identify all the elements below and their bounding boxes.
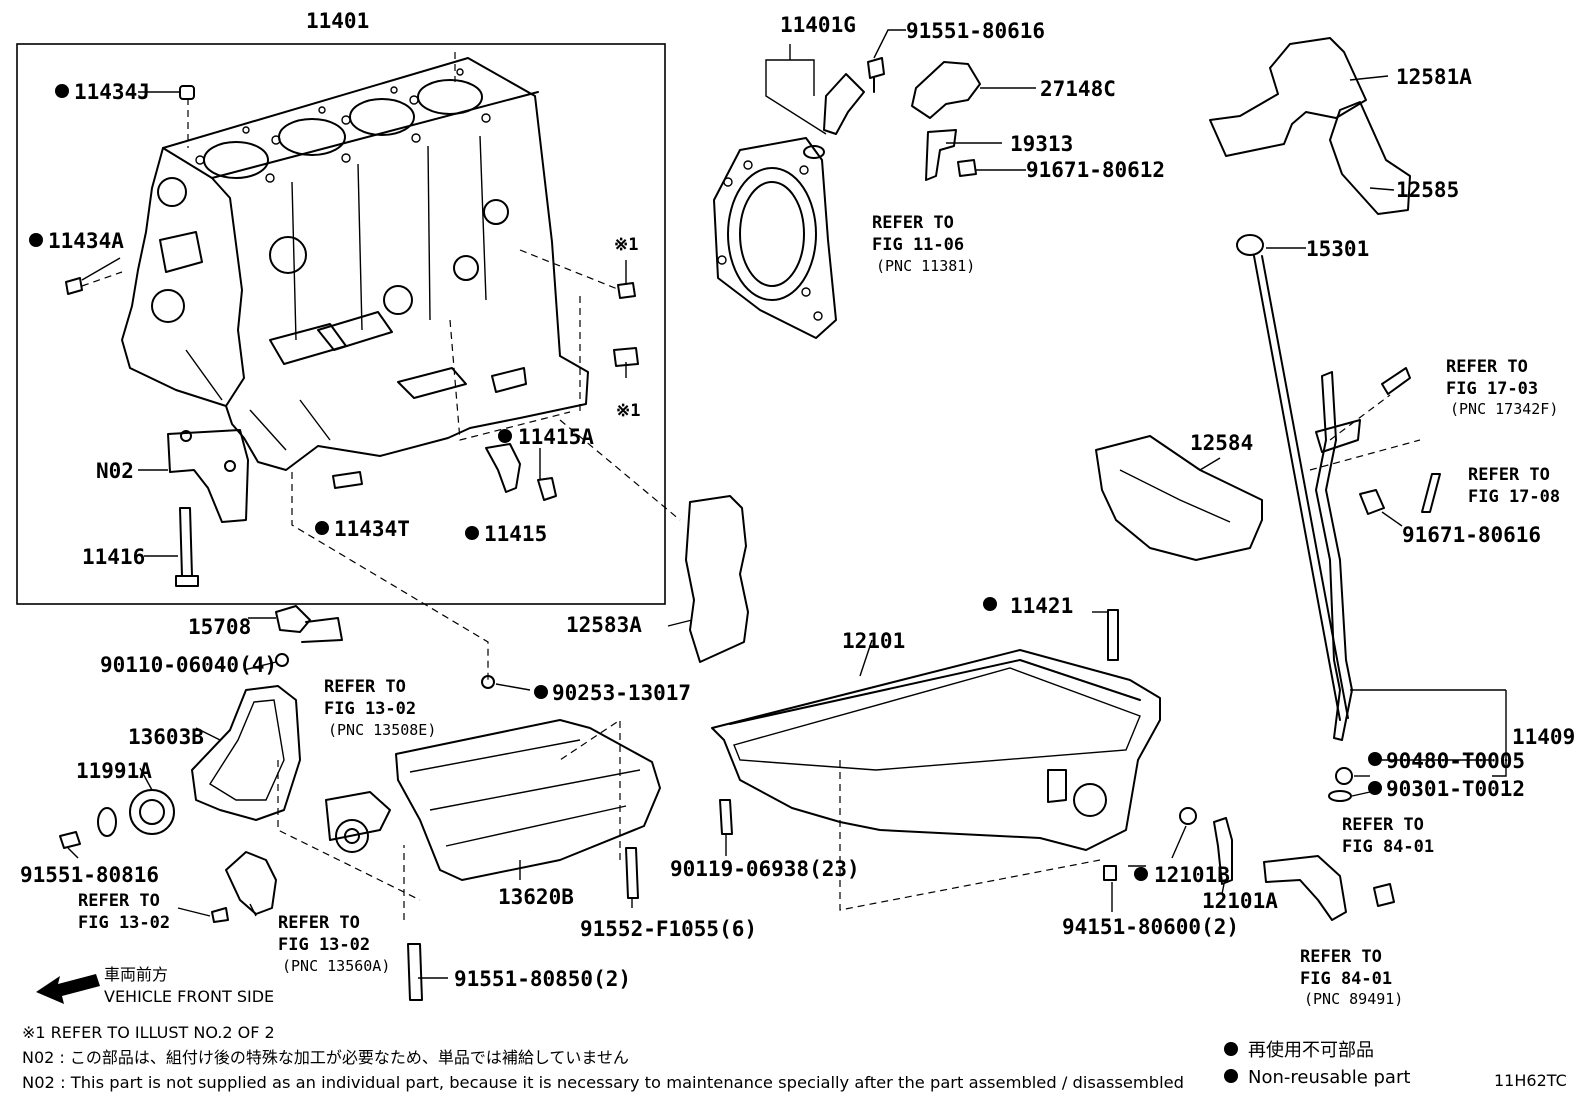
label-13603b: 13603B xyxy=(128,725,204,749)
ref-fig-17-08-line1: REFER TO xyxy=(1468,465,1550,485)
baffle-plate-12583a xyxy=(685,495,749,663)
ref-fig-11-06-line1: REFER TO xyxy=(872,213,954,233)
note-n02-jp: N02 : この部品は、組付け後の特殊な加工が必要なため、単品では補給していませ… xyxy=(22,1048,629,1067)
dashed-guides xyxy=(81,52,1421,920)
ref-fig-17-08-line2: FIG 17-08 xyxy=(1468,487,1560,507)
label-12101b: 12101B xyxy=(1154,863,1230,887)
oil-seal-retainer xyxy=(713,137,837,339)
ref-fig-13-02a-pnc: (PNC 13508E) xyxy=(328,721,436,739)
note-n02-en: N02 : This part is not supplied as an in… xyxy=(22,1073,1184,1092)
label-11415: 11415 xyxy=(484,522,547,546)
non-reusable-markers xyxy=(29,84,1382,1083)
ref-fig-13-02a-line1: REFER TO xyxy=(324,677,406,697)
label-11434t: 11434T xyxy=(334,517,410,541)
cylinder-block-frame xyxy=(16,43,666,605)
ref-fig-13-02c-line1: REFER TO xyxy=(278,913,360,933)
label-11415a: 11415A xyxy=(518,425,594,449)
label-27148c: 27148C xyxy=(1040,77,1116,101)
label-90253-13017: 90253-13017 xyxy=(552,681,691,705)
note-refer-illust: ※1 REFER TO ILLUST NO.2 OF 2 xyxy=(22,1023,275,1042)
direction-label-jp: 車両前方 xyxy=(104,965,168,984)
label-12101: 12101 xyxy=(842,629,905,653)
label-12584: 12584 xyxy=(1190,431,1253,455)
label-ref1-bottom: ※1 xyxy=(616,401,640,421)
oil-level-gauge-guide xyxy=(1315,367,1441,802)
ref-fig-13-02c-line2: FIG 13-02 xyxy=(278,935,370,955)
label-91671-80612: 91671-80612 xyxy=(1026,158,1165,182)
ref-fig-17-03-line1: REFER TO xyxy=(1446,357,1528,377)
label-13620b: 13620B xyxy=(498,885,574,909)
ref-fig-11-06-line2: FIG 11-06 xyxy=(872,235,964,255)
block-small-parts xyxy=(65,85,639,587)
label-ref1-top: ※1 xyxy=(614,235,638,255)
cylinder-block-drawing xyxy=(121,57,589,471)
label-12581a: 12581A xyxy=(1396,65,1472,89)
oil-pump-assembly xyxy=(325,675,661,1001)
ref-fig-13-02b-line1: REFER TO xyxy=(78,891,160,911)
ref-fig-11-06-pnc: (PNC 11381) xyxy=(876,257,975,275)
ref-fig-13-02a-line2: FIG 13-02 xyxy=(324,699,416,719)
ref-fig-84-01b-line2: FIG 84-01 xyxy=(1300,969,1392,989)
label-15708: 15708 xyxy=(188,615,251,639)
legend-jp: 再使用不可部品 xyxy=(1248,1040,1374,1061)
label-11421: 11421 xyxy=(1010,594,1073,618)
label-91551-80850: 91551-80850(2) xyxy=(454,967,631,991)
label-90480-t0005: 90480-T0005 xyxy=(1386,749,1525,773)
label-90110-06040: 90110-06040(4) xyxy=(100,653,277,677)
illustration-code: 11H62TC xyxy=(1494,1071,1567,1090)
label-12583a: 12583A xyxy=(566,613,642,637)
chain-tensioner xyxy=(211,851,277,923)
oil-pan-baffle xyxy=(1095,435,1263,561)
ref-fig-13-02c-pnc: (PNC 13560A) xyxy=(282,957,390,975)
label-19313: 19313 xyxy=(1010,132,1073,156)
label-11409: 11409 xyxy=(1512,725,1575,749)
label-11991a: 11991A xyxy=(76,759,152,783)
ref-fig-17-03-pnc: (PNC 17342F) xyxy=(1450,400,1558,418)
ref-fig-17-03-line2: FIG 17-03 xyxy=(1446,379,1538,399)
label-15301: 15301 xyxy=(1306,237,1369,261)
label-n02: N02 xyxy=(96,459,134,483)
timing-chain xyxy=(191,685,301,821)
label-91551-80816: 91551-80816 xyxy=(20,863,159,887)
ref-fig-84-01b-line1: REFER TO xyxy=(1300,947,1382,967)
label-90119-06938: 90119-06938(23) xyxy=(670,857,860,881)
label-12101a: 12101A xyxy=(1202,889,1278,913)
label-11401g: 11401G xyxy=(780,13,856,37)
leader-lines xyxy=(67,29,1507,979)
label-11434j: 11434J xyxy=(74,80,150,104)
direction-label-en: VEHICLE FRONT SIDE xyxy=(104,987,274,1006)
label-90301-t0012: 90301-T0012 xyxy=(1386,777,1525,801)
crank-position-sensor xyxy=(803,57,981,181)
oil-pressure-switch-bracket xyxy=(1263,855,1395,921)
ref-fig-13-02b-line2: FIG 13-02 xyxy=(78,913,170,933)
label-12585: 12585 xyxy=(1396,178,1459,202)
label-11434a: 11434A xyxy=(48,229,124,253)
label-11416: 11416 xyxy=(82,545,145,569)
label-91551-80616: 91551-80616 xyxy=(906,19,1045,43)
ref-fig-84-01a-line2: FIG 84-01 xyxy=(1342,837,1434,857)
vehicle-front-arrow-icon xyxy=(36,974,100,1004)
label-94151-80600: 94151-80600(2) xyxy=(1062,915,1239,939)
oil-strainer-and-bracket xyxy=(275,605,343,667)
ref-fig-84-01a-line1: REFER TO xyxy=(1342,815,1424,835)
oil-level-gauge xyxy=(1236,234,1349,721)
oil-pan xyxy=(711,609,1233,885)
stiffener-plates xyxy=(1209,37,1411,215)
legend-en: Non-reusable part xyxy=(1248,1067,1410,1088)
crankshaft-sprocket xyxy=(59,789,175,849)
ref-fig-84-01b-pnc: (PNC 89491) xyxy=(1304,990,1403,1008)
label-91671-80616: 91671-80616 xyxy=(1402,523,1541,547)
label-11401: 11401 xyxy=(306,9,369,33)
label-91552-f1055: 91552-F1055(6) xyxy=(580,917,757,941)
